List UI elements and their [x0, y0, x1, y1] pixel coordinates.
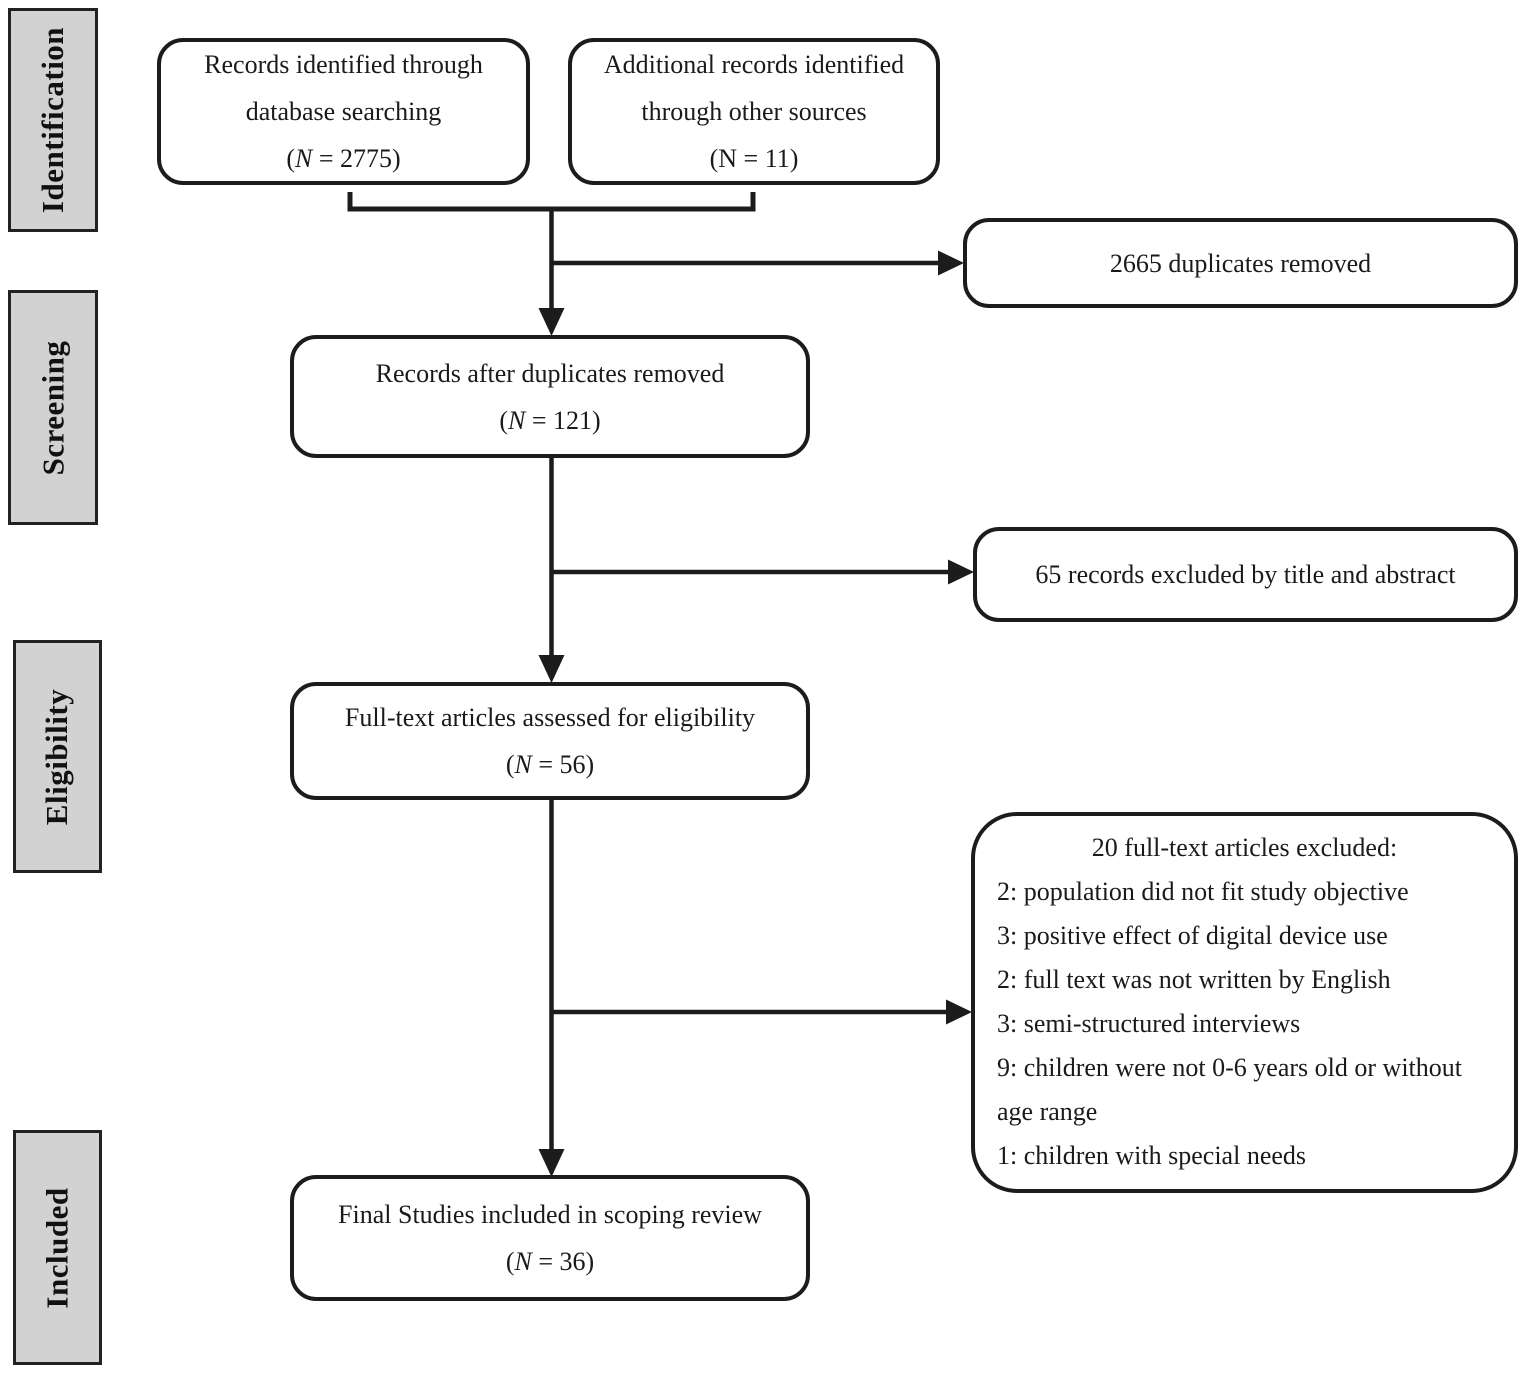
stage-eligibility-label: Eligibility	[39, 688, 75, 825]
fulltext-excluded-item: 2: population did not fit study objectiv…	[997, 877, 1409, 906]
box-additional-records: Additional records identified through ot…	[568, 38, 940, 185]
box-fulltext-assessed-line: Full-text articles assessed for eligibil…	[344, 703, 756, 732]
box-after-duplicates-count: (N = 121)	[499, 405, 601, 435]
box-after-duplicates-line: Records after duplicates removed	[375, 358, 725, 388]
box-records-excluded-text: 65 records excluded by title and abstrac…	[1035, 560, 1456, 589]
box-fulltext-assessed: Full-text articles assessed for eligibil…	[290, 682, 810, 800]
box-final-included-count: (N = 36)	[505, 1247, 595, 1276]
fulltext-excluded-item: 9: children were not 0-6 years old or wi…	[997, 1053, 1462, 1126]
box-records-excluded: 65 records excluded by title and abstrac…	[973, 527, 1518, 622]
box-records-identified-line2: database searching	[245, 97, 442, 126]
stage-identification-label: Identification	[35, 26, 70, 214]
box-additional-records-line2: through other sources	[641, 97, 867, 126]
stage-eligibility: Eligibility	[13, 640, 102, 873]
stage-included-label: Included	[39, 1186, 75, 1309]
stage-included: Included	[13, 1130, 102, 1365]
box-additional-records-count: (N = 11)	[709, 144, 799, 173]
stage-identification: Identification	[8, 8, 98, 232]
fulltext-excluded-item: 2: full text was not written by English	[997, 965, 1391, 994]
fulltext-excluded-item: 1: children with special needs	[997, 1141, 1307, 1170]
arrowhead-records-excluded	[948, 559, 974, 585]
box-after-duplicates: Records after duplicates removed (N = 12…	[290, 335, 810, 458]
arrowhead-fulltext-excluded	[946, 999, 972, 1025]
fulltext-excluded-item: 3: semi-structured interviews	[997, 1009, 1301, 1038]
arrowhead-duplicates-removed	[938, 250, 964, 276]
stage-screening-label: Screening	[35, 340, 70, 475]
merge-bracket	[347, 192, 756, 212]
box-fulltext-assessed-count: (N = 56)	[505, 750, 595, 779]
box-duplicates-removed-text: 2665 duplicates removed	[1109, 248, 1372, 278]
arrowhead-fulltext-assessed	[538, 655, 565, 683]
box-additional-records-line1: Additional records identified	[603, 50, 905, 79]
box-final-included: Final Studies included in scoping review…	[290, 1175, 810, 1301]
arrowhead-final-included	[538, 1149, 565, 1177]
box-records-identified: Records identified through database sear…	[157, 38, 530, 185]
box-fulltext-excluded: 20 full-text articles excluded: 2: popul…	[971, 812, 1518, 1193]
box-records-identified-line1: Records identified through	[204, 50, 483, 79]
box-final-included-line: Final Studies included in scoping review	[338, 1200, 762, 1229]
stage-screening: Screening	[8, 290, 98, 525]
box-duplicates-removed: 2665 duplicates removed	[963, 218, 1518, 308]
arrowhead-after-duplicates	[538, 308, 565, 336]
box-fulltext-excluded-title: 20 full-text articles excluded:	[1091, 833, 1398, 862]
box-records-identified-count: (N = 2775)	[286, 144, 401, 173]
fulltext-excluded-item: 3: positive effect of digital device use	[997, 921, 1388, 950]
